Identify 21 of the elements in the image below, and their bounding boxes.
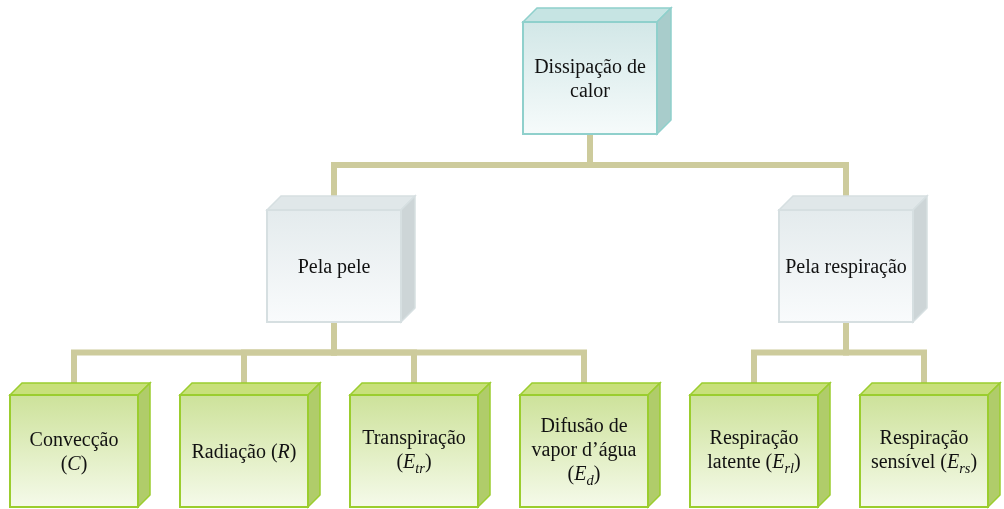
3d-box	[690, 383, 830, 507]
node-label: Transpiração (E$_{tr}$)	[361, 424, 467, 478]
connector-line	[331, 322, 587, 383]
node-label: Difusão de vapor d’água (E$_{d}$)	[530, 412, 638, 490]
3d-box	[523, 8, 671, 134]
node-label: Pela respiração	[785, 254, 907, 278]
3d-box	[10, 383, 150, 507]
node-label: Dissipação de calor	[533, 54, 647, 102]
node-label: Pela pele	[297, 254, 371, 278]
node-label: Radiação (R)	[191, 439, 297, 463]
node-label: Respiração sensível (E$_{rs}$)	[869, 424, 979, 478]
3d-box	[180, 383, 320, 507]
connector-line	[843, 322, 927, 383]
3d-box	[350, 383, 490, 507]
node-label: Convecção (C)	[28, 427, 120, 475]
node-label: Respiração latente (E$_{rl}$)	[706, 424, 802, 478]
3d-box	[860, 383, 1000, 507]
connector-line	[587, 134, 849, 196]
3d-box	[267, 196, 415, 322]
3d-box	[779, 196, 927, 322]
3d-box	[520, 383, 660, 507]
